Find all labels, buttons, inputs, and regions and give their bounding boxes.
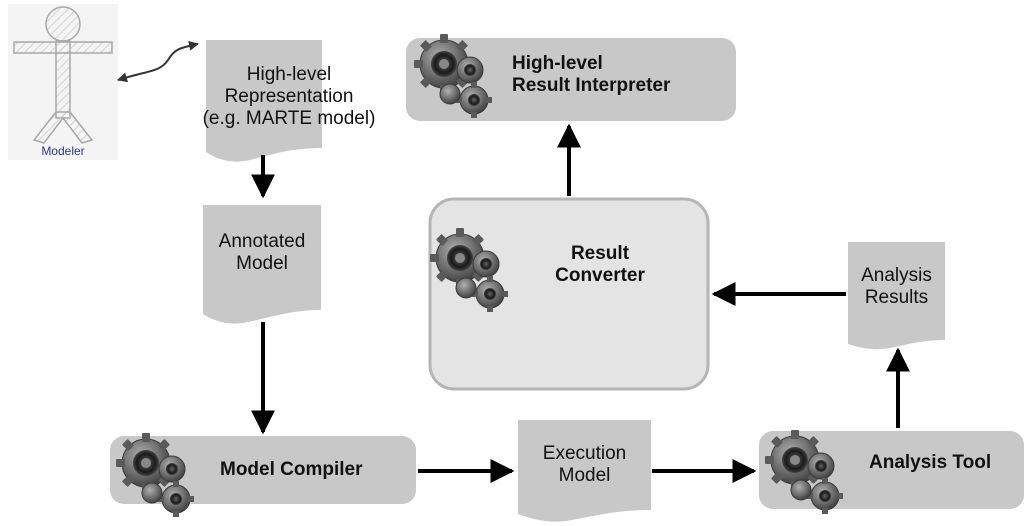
converter-line1: Result [570, 243, 630, 264]
analysis-results-label: Analysis Results [848, 265, 945, 309]
interpreter-line2: Result Interpreter [512, 74, 671, 96]
analysis-results-line1: Analysis [861, 265, 932, 286]
result-interpreter-label: High-level Result Interpreter [512, 53, 670, 97]
annotated-line1: Annotated [218, 231, 306, 252]
annotated-model-document [203, 205, 321, 324]
execution-line1: Execution [542, 443, 627, 464]
high-level-representation-label: High-level Representation (e.g. MARTE mo… [190, 64, 388, 130]
model-compiler-box [110, 436, 416, 504]
interpreter-line1: High-level [512, 53, 603, 74]
high-level-line3: (e.g. MARTE model) [202, 107, 376, 129]
modeler-actor [8, 4, 118, 160]
person-icon [13, 6, 113, 144]
execution-model-label: Execution Model [518, 443, 651, 487]
flow-arrows [251, 123, 910, 483]
high-level-representation-document [206, 40, 322, 162]
modeler-label: Modeler [41, 144, 85, 158]
execution-model-document [518, 420, 651, 522]
execution-line2: Model [558, 464, 611, 486]
analysis-tool-label: Analysis Tool [869, 452, 992, 473]
analysis-results-line2: Results [864, 286, 929, 308]
annotated-model-label: Annotated Model [203, 231, 321, 275]
converter-line2: Converter [555, 264, 645, 286]
high-level-line2: Representation [224, 85, 354, 107]
annotated-line2: Model [236, 252, 288, 274]
high-level-line1: High-level [246, 64, 332, 85]
result-converter-box [428, 197, 710, 391]
interaction-arrow [117, 40, 199, 83]
result-converter-label: Result Converter [540, 243, 660, 287]
analysis-results-document [848, 242, 945, 350]
model-compiler-label: Model Compiler [220, 459, 363, 480]
